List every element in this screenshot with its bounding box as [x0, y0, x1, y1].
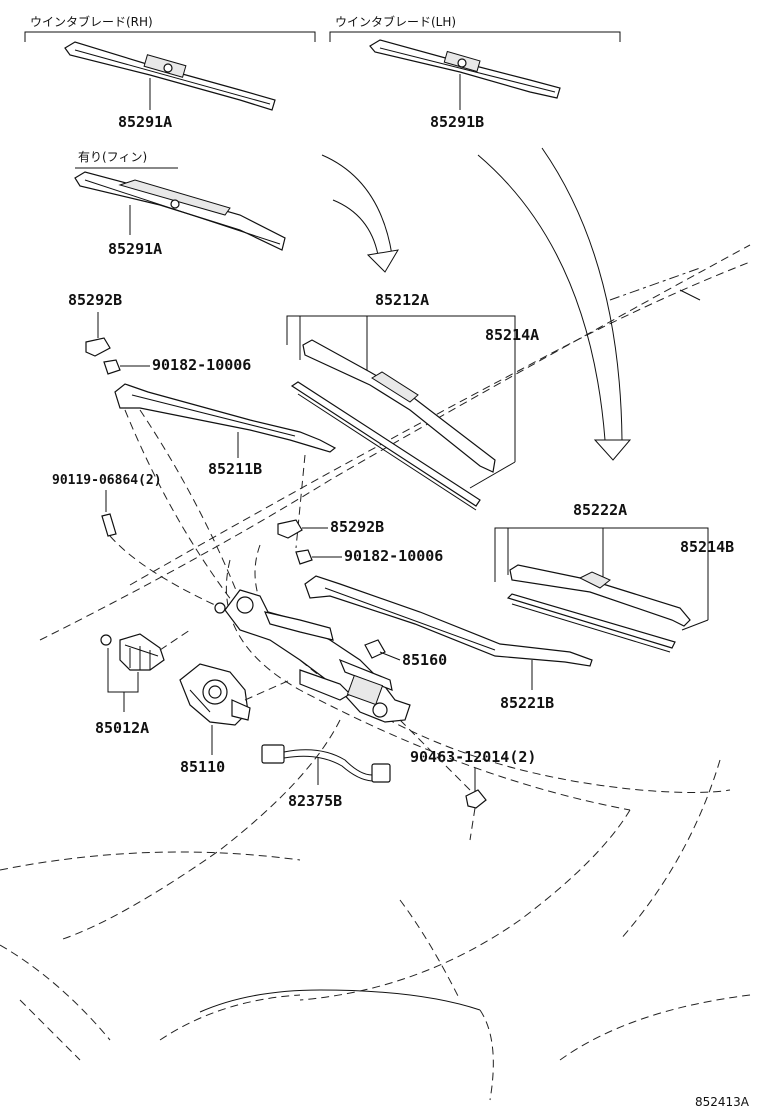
nut-90182-mid[interactable]: [295, 549, 313, 565]
winter-blade-rh[interactable]: [64, 41, 276, 111]
label-85012A: 85012A: [95, 719, 149, 737]
header-fin-text: 有り(フィン): [78, 150, 147, 164]
cap-85292B-top[interactable]: [85, 337, 111, 357]
wiper-blade-85212A[interactable]: [290, 339, 496, 511]
label-85221B: 85221B: [500, 694, 554, 712]
winter-blade-fin[interactable]: [74, 171, 286, 251]
label-85214A: 85214A: [485, 326, 539, 344]
label-85222A: 85222A: [573, 501, 627, 519]
arrow-to-85222A: [477, 147, 632, 461]
nut-90182-top[interactable]: [103, 359, 121, 375]
header-rh-text: ウインタブレード(RH): [30, 14, 153, 29]
label-85212A: 85212A: [375, 291, 429, 309]
wiper-linkage-85160[interactable]: [214, 589, 411, 723]
label-85291A-fin: 85291A: [108, 240, 162, 258]
label-90182-mid: 90182-10006: [344, 547, 443, 565]
wiper-arm-85221B[interactable]: [304, 575, 593, 667]
diagram-id: 852413A: [695, 1095, 750, 1109]
winter-blade-lh[interactable]: [369, 39, 561, 110]
vehicle-body-outline: [0, 244, 751, 1101]
label-85291A-top: 85291A: [118, 113, 172, 131]
label-85291B: 85291B: [430, 113, 484, 131]
wiper-motor-85110[interactable]: [179, 663, 251, 726]
cap-85292B-mid[interactable]: [277, 519, 303, 539]
bolt-90119[interactable]: [101, 513, 117, 537]
label-85292B-top: 85292B: [68, 291, 122, 309]
label-85110: 85110: [180, 758, 225, 776]
label-85214B: 85214B: [680, 538, 734, 556]
label-90119: 90119-06864(2): [52, 473, 162, 488]
bracket-85012A[interactable]: [100, 633, 165, 671]
label-85160: 85160: [402, 651, 447, 669]
header-bracket-lh: ウインタブレード(LH): [329, 14, 621, 42]
label-90182-top: 90182-10006: [152, 356, 251, 374]
header-bracket-rh: ウインタブレード(RH): [24, 14, 316, 42]
label-90463: 90463-12014(2): [410, 748, 536, 766]
wiper-arm-85211B[interactable]: [114, 383, 337, 453]
label-85211B: 85211B: [208, 460, 262, 478]
clip-90463[interactable]: [465, 789, 487, 809]
label-85292B-mid: 85292B: [330, 518, 384, 536]
header-lh-text: ウインタブレード(LH): [335, 14, 456, 29]
wiper-blade-85222A[interactable]: [506, 564, 691, 653]
label-82375B: 82375B: [288, 792, 342, 810]
wire-harness-82375B[interactable]: [261, 744, 391, 783]
arrow-to-85212A: [321, 154, 399, 273]
